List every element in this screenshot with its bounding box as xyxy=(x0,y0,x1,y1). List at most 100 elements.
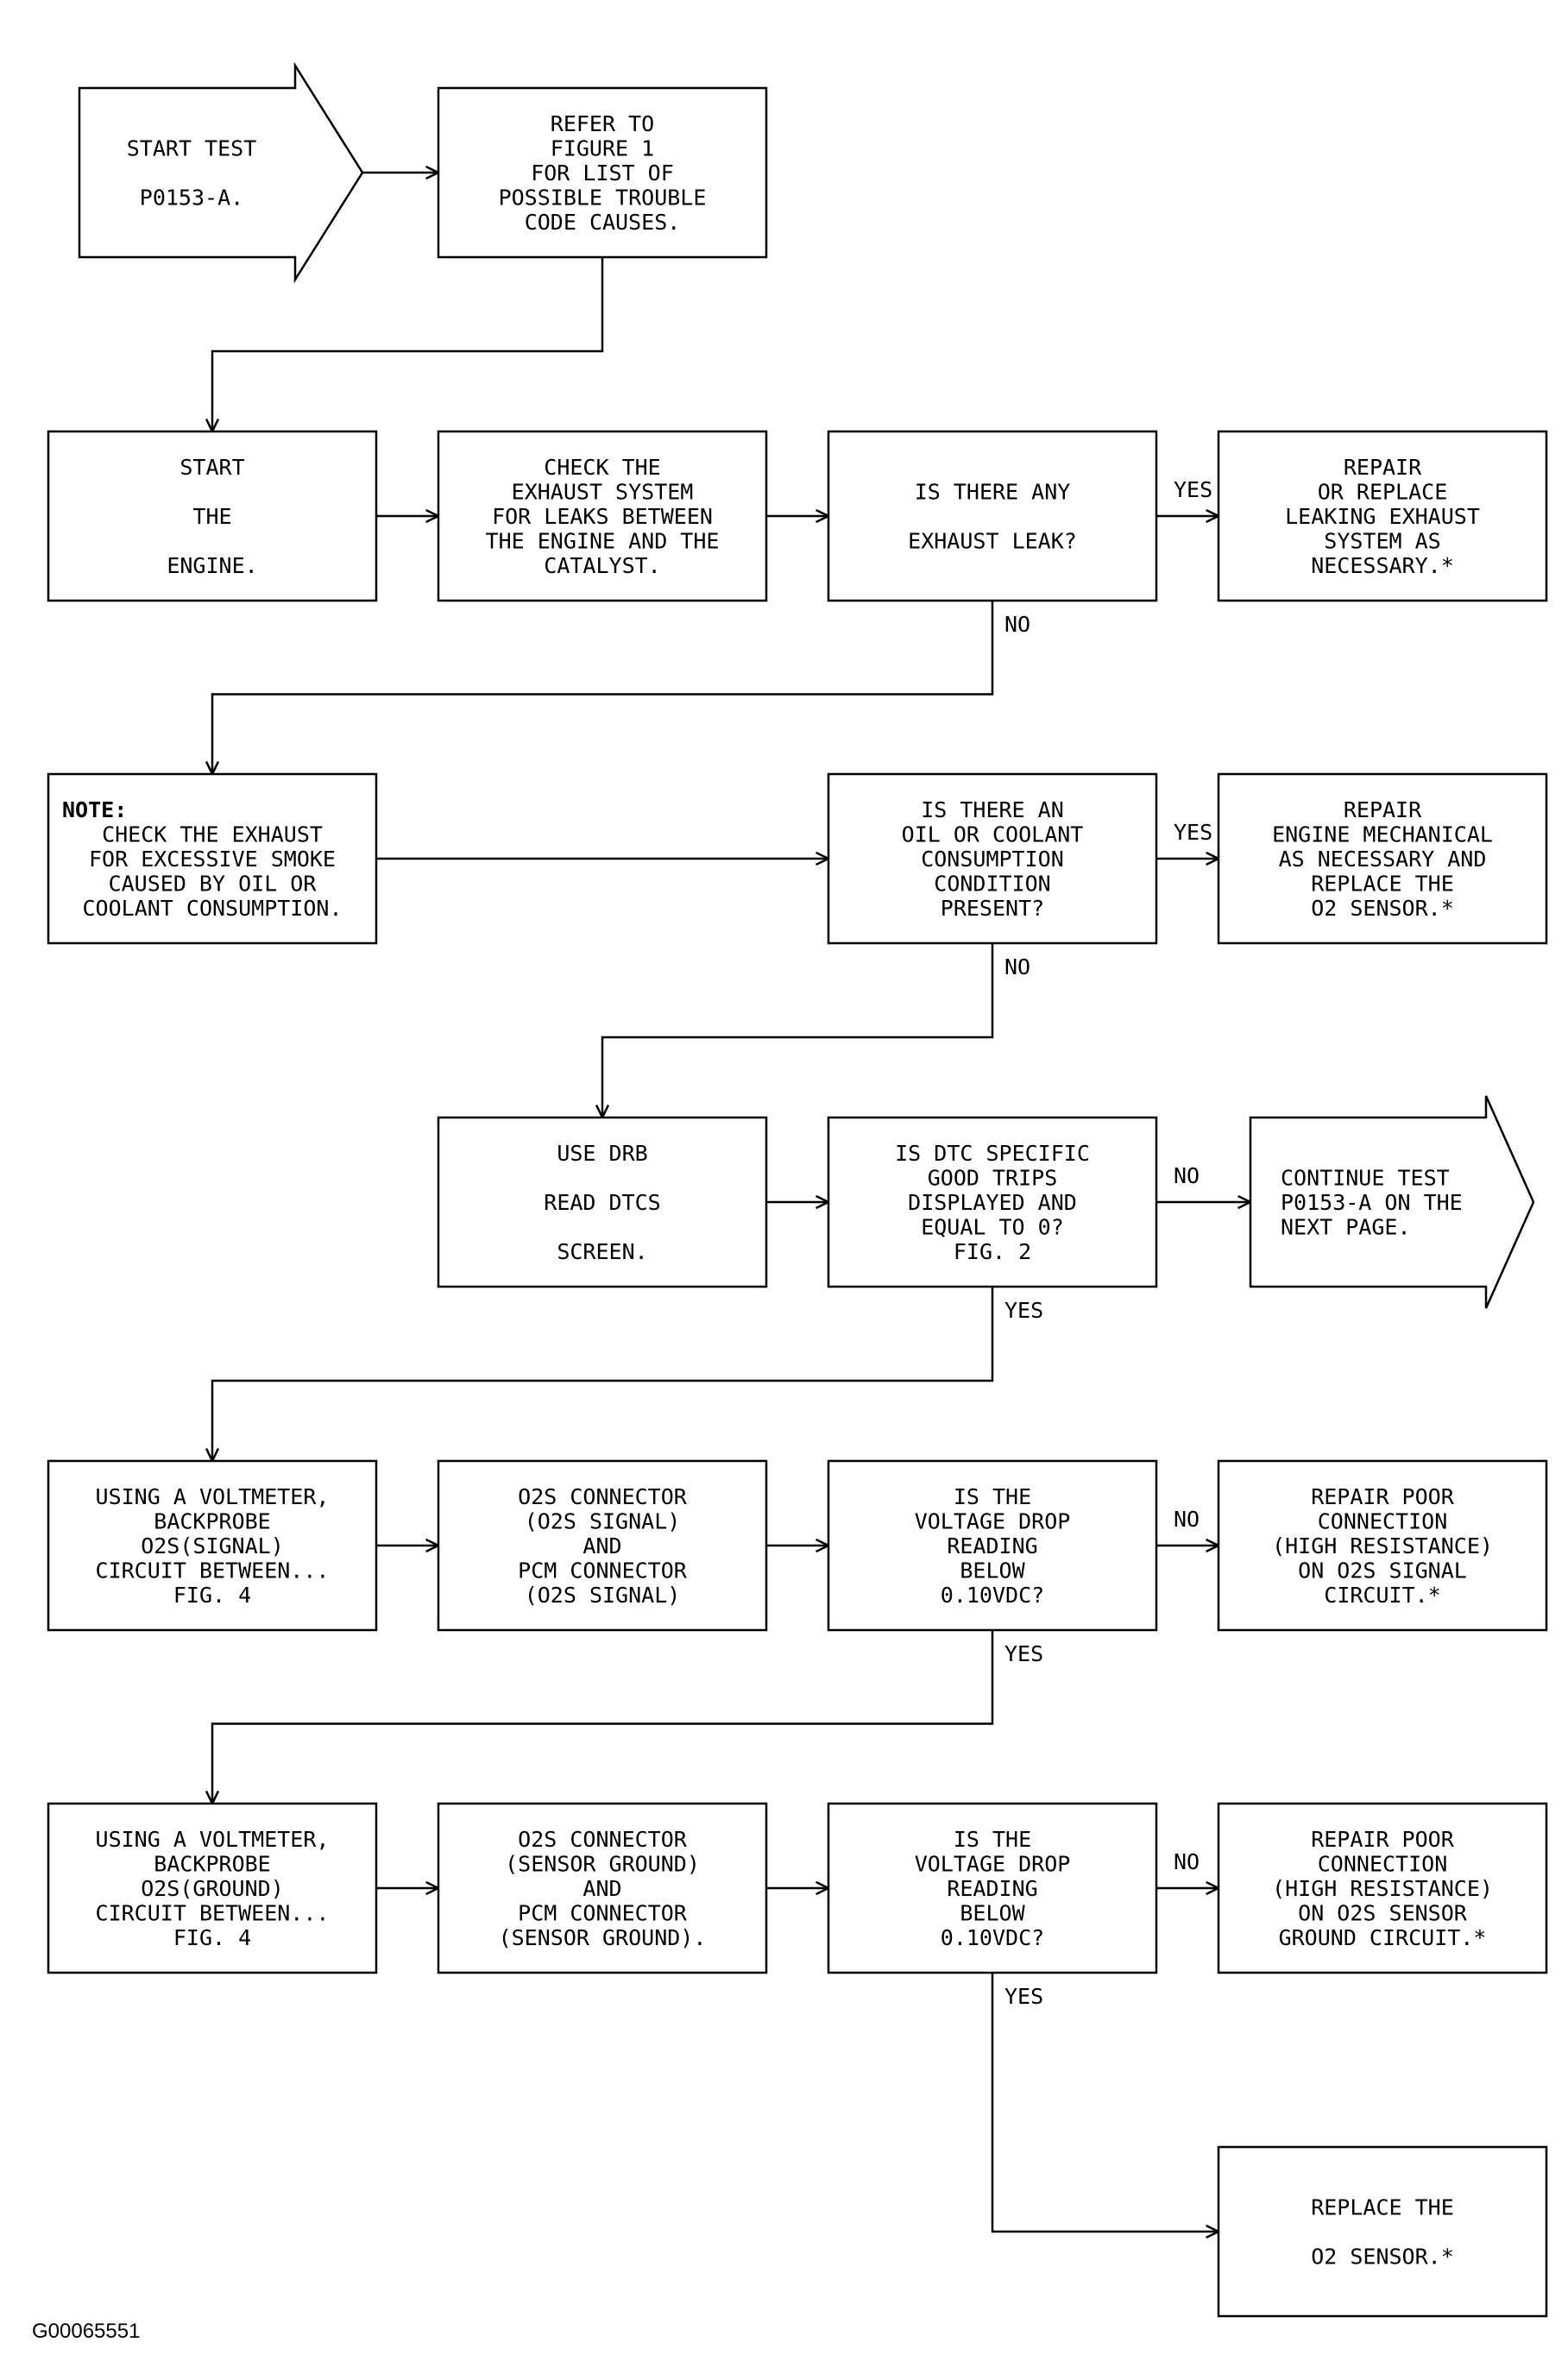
node-line: O2S(SIGNAL) xyxy=(141,1533,284,1558)
node-line: FOR EXCESSIVE SMOKE xyxy=(89,847,336,872)
edge: YES xyxy=(991,1973,1221,2239)
node-line: NECESSARY.* xyxy=(1311,553,1454,578)
node-line: READING xyxy=(947,1876,1037,1901)
edge xyxy=(362,165,441,180)
node-line: DISPLAYED AND xyxy=(908,1190,1077,1215)
node-line: FIG. 2 xyxy=(954,1239,1031,1264)
node-line: USING A VOLTMETER, xyxy=(96,1827,330,1852)
node-voltmeter-signal: USING A VOLTMETER,BACKPROBEO2S(SIGNAL)CI… xyxy=(47,1459,378,1632)
node-line: SYSTEM AS xyxy=(1324,529,1440,554)
node-line: CONNECTION xyxy=(1318,1852,1448,1877)
edge-label: NO xyxy=(1004,954,1030,979)
node-shape xyxy=(1249,1095,1535,1309)
node-line: ENGINE. xyxy=(167,553,257,578)
node-line: GOOD TRIPS xyxy=(928,1166,1058,1191)
node-shape xyxy=(1217,772,1548,945)
node-shape xyxy=(47,430,378,602)
node-shape xyxy=(47,1459,378,1632)
node-line: READ DTCS xyxy=(544,1190,660,1215)
edge-label: YES xyxy=(1174,477,1212,502)
node-shape xyxy=(1217,2145,1548,2318)
node-line: CATALYST. xyxy=(544,553,660,578)
node-line: P0153-A. xyxy=(140,186,243,211)
edge: NO xyxy=(1156,1163,1253,1210)
node-line: EQUAL TO 0? xyxy=(921,1215,1064,1240)
node-line: CHECK THE xyxy=(544,455,660,480)
edge-label: NO xyxy=(1174,1507,1200,1532)
node-line: O2S(GROUND) xyxy=(141,1876,284,1901)
node-line: SCREEN. xyxy=(557,1239,647,1264)
node-line: NEXT PAGE. xyxy=(1281,1215,1411,1240)
node-line: IS THERE ANY xyxy=(915,480,1071,505)
node-shape xyxy=(1217,430,1548,602)
node-shape xyxy=(827,772,1158,945)
node-line: ON O2S SIGNAL xyxy=(1298,1558,1467,1584)
node-line: START TEST xyxy=(127,136,257,161)
node-line: REPLACE THE xyxy=(1311,872,1454,897)
edge-label: YES xyxy=(1174,820,1212,845)
node-line: O2 SENSOR.* xyxy=(1311,896,1454,921)
node-line: BACKPROBE xyxy=(154,1509,270,1534)
node-line: POSSIBLE TROUBLE xyxy=(499,186,707,211)
node-shape xyxy=(437,1116,768,1288)
edge-label: NO xyxy=(1174,1163,1200,1188)
node-lead: NOTE: xyxy=(62,797,127,822)
node-line: FIGURE 1 xyxy=(551,136,654,161)
node-shape xyxy=(437,86,768,259)
node-line: CONNECTION xyxy=(1318,1509,1448,1534)
node-line: COOLANT CONSUMPTION. xyxy=(82,896,342,921)
node-line: GROUND CIRCUIT.* xyxy=(1279,1925,1487,1950)
edge: YES xyxy=(205,1630,1043,1806)
node-line: (SENSOR GROUND) xyxy=(505,1852,700,1877)
node-line: CONSUMPTION xyxy=(921,847,1064,872)
edge xyxy=(376,1538,441,1553)
node-start: START TEST P0153-A. xyxy=(78,61,364,284)
node-line: CIRCUIT.* xyxy=(1324,1583,1440,1608)
node-line: P0153-A ON THE xyxy=(1281,1190,1463,1215)
node-line: REPAIR POOR xyxy=(1311,1484,1455,1509)
node-line: START xyxy=(179,455,244,480)
node-line: FIG. 4 xyxy=(173,1925,251,1950)
node-line: CAUSED BY OIL OR xyxy=(109,872,318,897)
edge xyxy=(766,1880,831,1896)
node-line: CODE CAUSES. xyxy=(525,210,681,235)
node-line: REFER TO xyxy=(551,111,654,136)
node-line: CIRCUIT BETWEEN... xyxy=(96,1558,330,1584)
edge xyxy=(376,1880,441,1896)
node-shape xyxy=(1217,1459,1548,1632)
node-line: (O2S SIGNAL) xyxy=(525,1509,681,1534)
edge-line xyxy=(211,1630,994,1804)
node-line: FOR LEAKS BETWEEN xyxy=(492,504,713,529)
figure-id: G00065551 xyxy=(32,2320,140,2343)
node-line: REPAIR POOR xyxy=(1311,1827,1455,1852)
edge xyxy=(766,1194,831,1210)
node-line: REPLACE THE xyxy=(1311,2195,1454,2220)
node-line: PCM CONNECTOR xyxy=(518,1901,688,1926)
node-line: IS THE xyxy=(954,1827,1031,1852)
node-line: AS NECESSARY AND xyxy=(1279,847,1487,872)
node-line: REPAIR xyxy=(1344,455,1422,480)
node-line: AND xyxy=(582,1876,621,1901)
node-line: (O2S SIGNAL) xyxy=(525,1583,681,1608)
edge: NO xyxy=(205,601,1030,777)
edge: YES xyxy=(1156,820,1221,866)
edge xyxy=(376,851,831,866)
edge-line xyxy=(601,943,994,1118)
node-line: PCM CONNECTOR xyxy=(518,1558,688,1584)
node-line: FOR LIST OF xyxy=(531,161,674,186)
node-shape xyxy=(827,1459,1158,1632)
node-shape xyxy=(1217,1802,1548,1974)
edge: YES xyxy=(1156,477,1221,524)
